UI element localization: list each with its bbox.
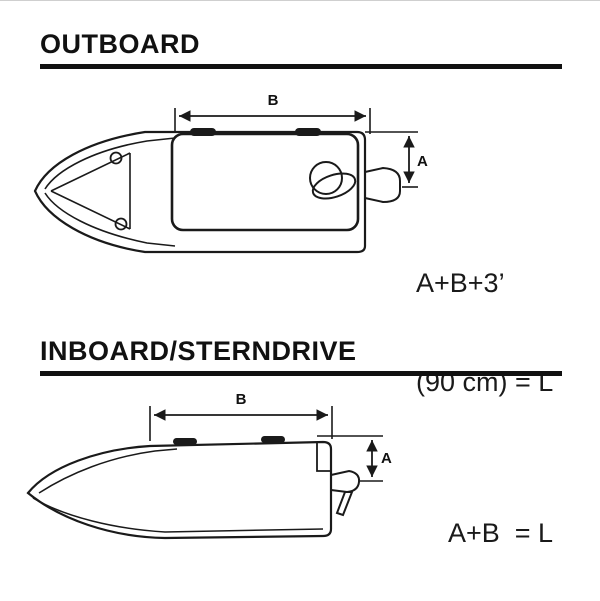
inboard-hull-outline [26,440,333,540]
outboard-gunwale-bottom [44,192,176,247]
outboard-section-title: OUTBOARD [40,29,200,59]
outboard-bow-deck-lines [50,152,131,230]
outboard-motor-cowl-ellipse [311,172,357,200]
inboard-cleat-right [261,436,285,443]
inboard-motor-well [316,443,331,472]
outboard-cleat-right [295,128,321,136]
outboard-formula-line1: A+B+3’ [416,267,505,298]
inboard-cleat-left [173,438,197,445]
inboard-boat-drawing: B A [26,391,392,540]
outboard-motor-pod [364,166,401,204]
inboard-section-title: INBOARD/STERNDRIVE [40,336,357,366]
outboard-bow-fitting-top [109,151,123,165]
sterndrive-fin [335,491,354,517]
outboard-bow-fitting-bottom [114,217,128,231]
dim-b-label: B [268,92,279,109]
inboard-sheer-line [38,448,178,494]
outboard-cockpit-outline [170,132,360,232]
inboard-formula: A+B = L [448,518,554,548]
outboard-boat-drawing: B A [33,92,428,254]
outboard-hull-outline [33,130,367,254]
sterndrive-pod [330,469,361,494]
outboard-title-rule [40,64,562,69]
dim-a-label: A [417,153,428,170]
outboard-gunwale-top [44,137,176,190]
outboard-cleat-left [190,128,216,136]
inboard-title-rule [40,371,562,376]
dim-b-label: B [236,391,247,408]
dim-a-label: A [381,450,392,467]
inboard-chine-line [32,497,324,533]
outboard-motor-cowl-circle [309,161,343,195]
